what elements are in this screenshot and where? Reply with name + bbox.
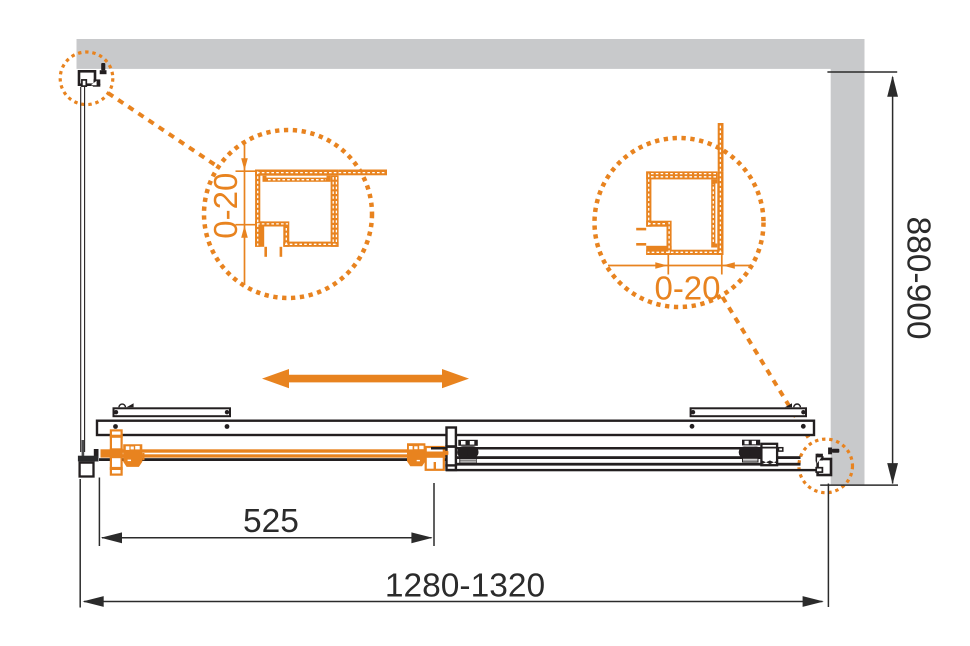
svg-text:0-20: 0-20	[654, 270, 720, 307]
svg-text:0-20: 0-20	[207, 173, 244, 239]
svg-text:525: 525	[243, 503, 299, 540]
svg-text:880-900: 880-900	[900, 217, 937, 340]
svg-text:1280-1320: 1280-1320	[385, 568, 545, 605]
